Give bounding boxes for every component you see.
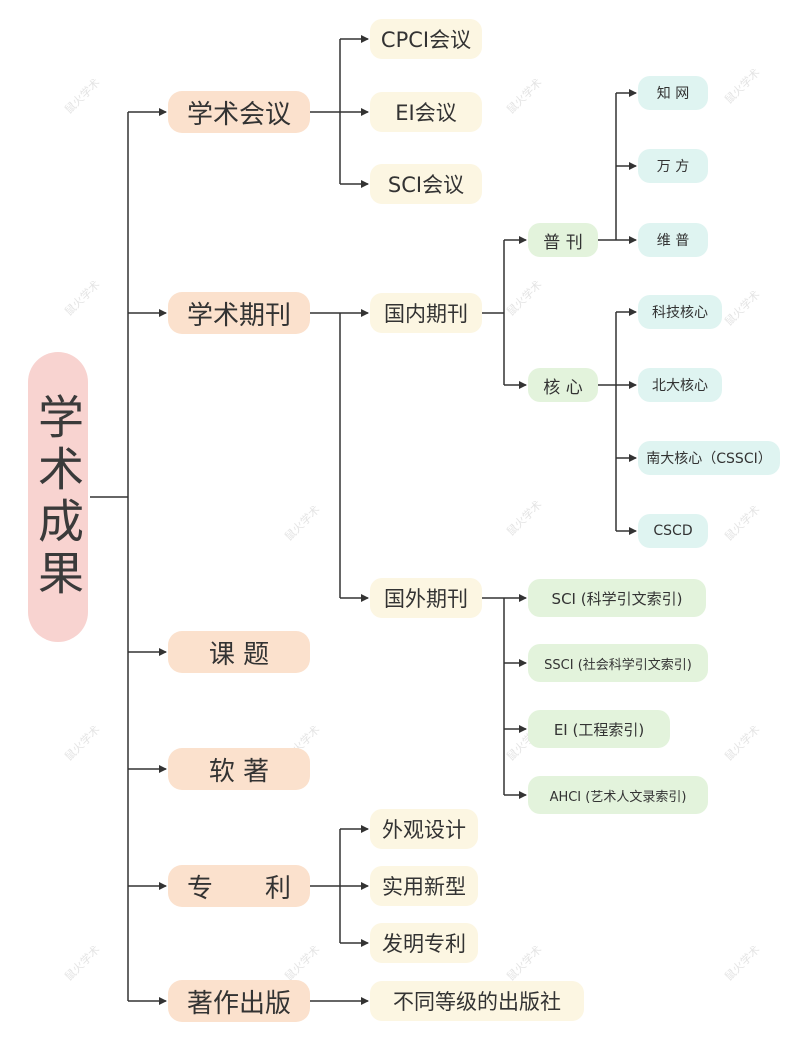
foreign-index-item: EI (工程索引) [528, 710, 670, 748]
journal-node: 学术期刊 [168, 292, 310, 334]
patent-item: 发明专利 [370, 923, 478, 963]
publication-node: 著作出版 [168, 980, 310, 1022]
patent-item: 外观设计 [370, 809, 478, 849]
root-node: 学术成果 [28, 352, 88, 642]
patent-node: 专 利 [168, 865, 310, 907]
core-index-item: 南大核心（CSSCI） [638, 441, 780, 475]
foreign-index-item: SCI (科学引文索引) [528, 579, 706, 617]
domestic-journal-node: 国内期刊 [370, 293, 482, 333]
database-item: 万 方 [638, 149, 708, 183]
conference-item: CPCI会议 [370, 19, 482, 59]
general-journal-node: 普 刊 [528, 223, 598, 257]
project-node: 课 题 [168, 631, 310, 673]
conference-node: 学术会议 [168, 91, 310, 133]
foreign-journal-node: 国外期刊 [370, 578, 482, 618]
patent-item: 实用新型 [370, 866, 478, 906]
software-node: 软 著 [168, 748, 310, 790]
foreign-index-item: SSCI (社会科学引文索引) [528, 644, 708, 682]
conference-item: EI会议 [370, 92, 482, 132]
core-journal-node: 核 心 [528, 368, 598, 402]
database-item: 维 普 [638, 223, 708, 257]
core-index-item: 北大核心 [638, 368, 722, 402]
core-index-item: CSCD [638, 514, 708, 548]
conference-item: SCI会议 [370, 164, 482, 204]
core-index-item: 科技核心 [638, 295, 722, 329]
database-item: 知 网 [638, 76, 708, 110]
publisher-item: 不同等级的出版社 [370, 981, 584, 1021]
foreign-index-item: AHCI (艺术人文录索引) [528, 776, 708, 814]
